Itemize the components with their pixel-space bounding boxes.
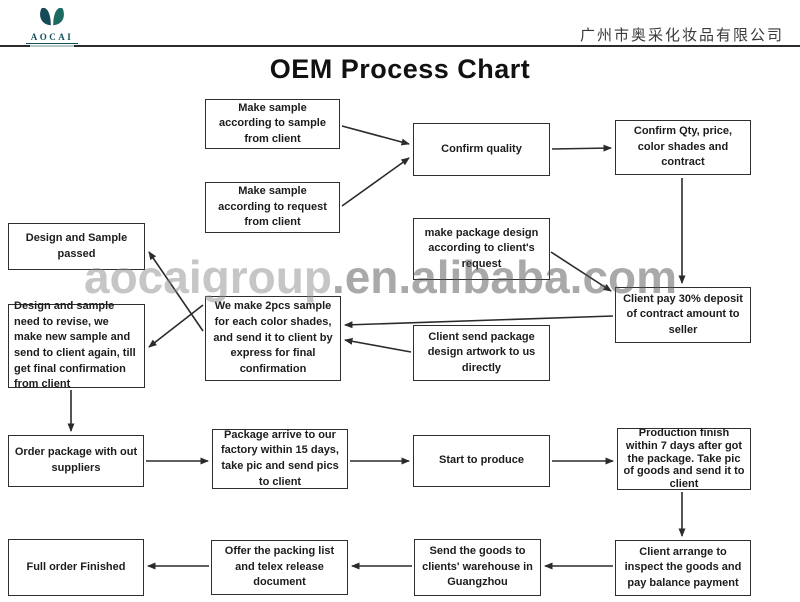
flow-box-label: Design and sample need to revise, we mak… [14,300,136,391]
flow-box-make-sample-from-sample: Make sample according to sample from cli… [205,99,340,149]
flow-box-make-sample-from-request: Make sample according to request from cl… [205,182,340,233]
flow-box-design-need-revise: Design and sample need to revise, we mak… [8,300,145,390]
logo-subline [30,45,74,47]
flow-box-production-finish: Production finish within 7 days after go… [617,426,751,491]
flow-box-label: Full order Finished [26,560,126,573]
flow-arrow [341,125,410,146]
header-divider [0,45,800,47]
flow-arrow [550,251,612,292]
flow-box-we-make-2pcs-sample: We make 2pcs sample for each color shade… [205,296,341,381]
flow-arrow [148,304,204,348]
logo-underline [26,43,78,44]
flow-box-start-to-produce: Start to produce [413,435,550,487]
flow-box-label: Make sample according to request from cl… [218,185,327,229]
flow-box-label: make package design according to client'… [424,226,539,270]
flow-box-client-pay-deposit: Client pay 30% deposit of contract amoun… [615,287,751,343]
flow-box-confirm-quality: Confirm quality [413,123,550,176]
flow-box-label: Make sample according to sample from cli… [219,101,326,145]
flow-box-label: Design and Sample passed [25,231,128,260]
logo-wordmark: AOCAI [30,32,74,42]
flow-box-label: Send the goods to clients' warehouse in … [422,545,533,589]
flow-box-label: Offer the packing list and telex release… [224,545,335,589]
flow-arrow [344,337,412,353]
flow-box-label: Package arrive to our factory within 15 … [221,428,339,488]
flow-box-label: Client arrange to inspect the goods and … [624,545,742,589]
flow-box-label: Production finish within 7 days after go… [623,426,745,491]
flow-box-label: Client send package design artwork to us… [427,330,536,374]
flow-arrow [344,315,614,329]
flow-box-order-package: Order package with out suppliers [8,435,144,487]
flow-box-label: We make 2pcs sample for each color shade… [213,300,333,375]
flow-box-label: Order package with out suppliers [14,446,138,474]
flow-box-label: Confirm quality [441,142,522,155]
flow-box-label: Start to produce [439,454,524,467]
flow-box-label: Client pay 30% deposit of contract amoun… [623,292,743,336]
flow-box-client-send-artwork: Client send package design artwork to us… [413,325,550,381]
flow-arrow [148,251,204,332]
flow-box-package-arrive: Package arrive to our factory within 15 … [212,429,348,489]
flow-box-offer-packing-list: Offer the packing list and telex release… [211,540,348,595]
flow-arrow [551,144,612,152]
company-name-chinese: 广州市奥采化妆品有限公司 [579,28,784,44]
flow-box-send-goods-guangzhou: Send the goods to clients' warehouse in … [414,539,541,596]
flow-box-full-order-finished: Full order Finished [8,539,144,596]
flow-box-label: Confirm Qty, price, color shades and con… [633,125,733,169]
flow-box-make-package-design: make package design according to client'… [413,218,550,280]
flow-box-confirm-qty-price: Confirm Qty, price, color shades and con… [615,120,751,175]
company-logo: AOCAI [22,5,82,47]
aocai-logo-icon [40,6,64,26]
flow-arrow [341,157,410,207]
flow-box-design-sample-passed: Design and Sample passed [8,223,145,270]
flow-box-client-arrange-inspect: Client arrange to inspect the goods and … [615,540,751,596]
page-title: OEM Process Chart [269,54,531,84]
